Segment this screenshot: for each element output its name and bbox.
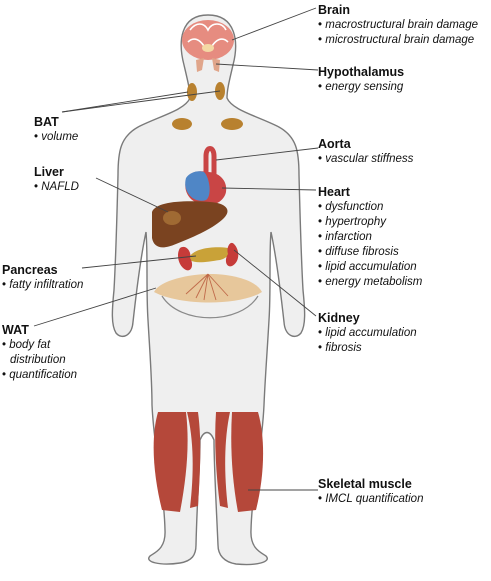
bat-illustration xyxy=(172,82,243,130)
label-liver: Liver NAFLD xyxy=(34,164,79,195)
label-aorta: Aorta vascular stiffness xyxy=(318,136,413,167)
wat-illustration xyxy=(154,273,262,303)
aorta-illustration xyxy=(203,146,217,176)
label-hypothalamus-title: Hypothalamus xyxy=(318,65,405,79)
label-kidney-title: Kidney xyxy=(318,311,360,325)
label-bat-title: BAT xyxy=(34,115,59,129)
label-liver-item: NAFLD xyxy=(34,180,79,195)
label-pancreas-title: Pancreas xyxy=(2,263,58,277)
label-aorta-item: vascular stiffness xyxy=(318,152,413,167)
label-kidney-item: fibrosis xyxy=(318,341,417,356)
label-heart: Heart dysfunction hypertrophy infarction… xyxy=(318,184,422,290)
label-brain: Brain macrostructural brain damage micro… xyxy=(318,2,478,48)
hypothalamus-illustration xyxy=(196,58,220,72)
label-heart-item: dysfunction xyxy=(318,200,422,215)
label-hypothalamus-item: energy sensing xyxy=(318,80,404,95)
label-kidney-item: lipid accumulation xyxy=(318,326,416,341)
pancreas-illustration xyxy=(190,247,230,263)
label-wat-item: body fat xyxy=(2,338,77,353)
label-heart-item: infarction xyxy=(318,230,422,245)
label-skeletal-muscle-item: IMCL quantification xyxy=(318,492,423,507)
label-wat-item-continuation: distribution xyxy=(10,354,66,366)
label-skeletal-muscle: Skeletal muscle IMCL quantification xyxy=(318,476,423,507)
label-wat-title: WAT xyxy=(2,323,29,337)
label-heart-item: lipid accumulation xyxy=(318,260,422,275)
brain-illustration xyxy=(182,20,234,60)
label-heart-item: energy metabolism xyxy=(318,275,422,290)
label-brain-title: Brain xyxy=(318,3,350,17)
label-brain-item: macrostructural brain damage xyxy=(318,18,478,33)
label-wat-item: quantification xyxy=(2,368,77,383)
label-skeletal-muscle-title: Skeletal muscle xyxy=(318,477,412,491)
label-brain-item: microstructural brain damage xyxy=(318,33,478,48)
belly-fold xyxy=(161,295,259,319)
label-hypothalamus: Hypothalamus energy sensing xyxy=(318,64,404,95)
label-bat: BAT volume xyxy=(34,114,78,145)
label-wat: WAT body fat distribution quantification xyxy=(2,322,77,383)
label-liver-title: Liver xyxy=(34,165,64,179)
label-heart-title: Heart xyxy=(318,185,350,199)
label-kidney: Kidney lipid accumulation fibrosis xyxy=(318,310,417,356)
label-pancreas: Pancreas fatty infiltration xyxy=(2,262,83,293)
heart-illustration xyxy=(185,171,227,206)
label-heart-item: diffuse fibrosis xyxy=(318,245,422,260)
connector-lines xyxy=(33,7,319,491)
label-aorta-title: Aorta xyxy=(318,137,351,151)
skeletal-muscle-illustration xyxy=(153,412,264,512)
kidney-illustration xyxy=(178,242,239,271)
label-bat-item: volume xyxy=(34,130,78,145)
label-pancreas-item: fatty infiltration xyxy=(2,278,83,293)
label-heart-item: hypertrophy xyxy=(318,215,422,230)
